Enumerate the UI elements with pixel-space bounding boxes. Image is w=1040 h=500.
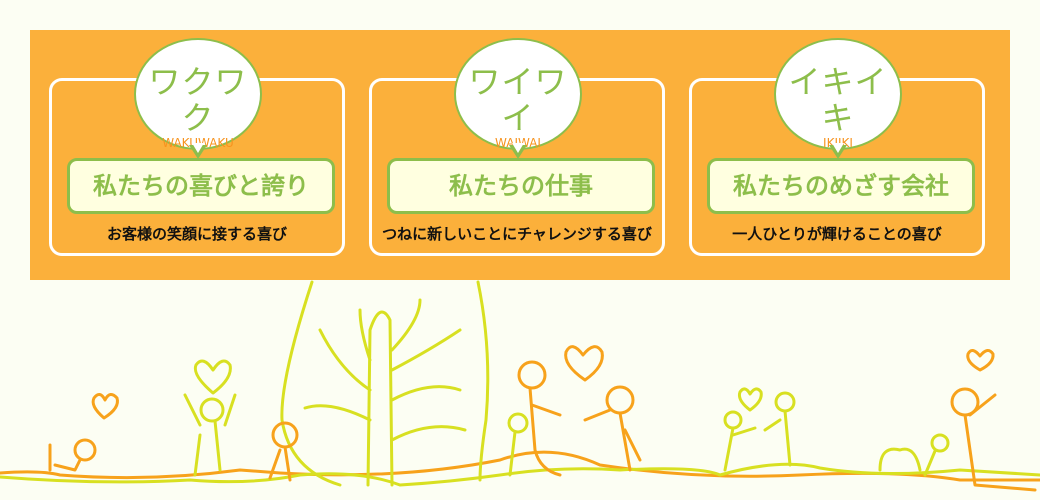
card-title: 私たちの仕事 xyxy=(387,158,655,214)
bubble-tail xyxy=(509,143,527,159)
card-title: 私たちのめざす会社 xyxy=(707,158,975,214)
person-figures xyxy=(48,360,1037,492)
card-ikiiki: イキイキ IKIIKI 私たちのめざす会社 一人ひとりが輝けることの喜び xyxy=(689,38,985,256)
bubble-tail xyxy=(189,143,207,159)
heart-icon xyxy=(966,349,995,372)
tree-outline xyxy=(280,280,490,487)
heart-icon xyxy=(738,387,763,412)
card-subtitle: つねに新しいことにチャレンジする喜び xyxy=(382,225,652,243)
heart-icon xyxy=(91,393,119,420)
bubble-title: ワクワク xyxy=(148,63,248,137)
values-panel: ワクワク WAKUWAKU 私たちの喜びと誇り お客様の笑顔に接する喜び ワイワ… xyxy=(30,30,1010,280)
bubble-title: ワイワイ xyxy=(468,63,568,137)
speech-bubble: ワクワク WAKUWAKU xyxy=(134,38,262,150)
card-subtitle: 一人ひとりが輝けることの喜び xyxy=(732,225,942,243)
card-waiwai: ワイワイ WAIWAI 私たちの仕事 つねに新しいことにチャレンジする喜び xyxy=(369,38,665,256)
speech-bubble: ワイワイ WAIWAI xyxy=(454,38,582,150)
bubble-title: イキイキ xyxy=(788,63,888,137)
ground-line-yellow xyxy=(0,462,1040,487)
people-tree-illustration xyxy=(0,280,1040,492)
speech-bubble: イキイキ IKIIKI xyxy=(774,38,902,150)
card-subtitle: お客様の笑顔に接する喜び xyxy=(106,225,287,243)
heart-icon xyxy=(564,345,604,382)
tree-trunk xyxy=(303,298,467,487)
card-title: 私たちの喜びと誇り xyxy=(67,158,335,214)
person-figures-yellow xyxy=(183,391,950,477)
card-wakuwaku: ワクワク WAKUWAKU 私たちの喜びと誇り お客様の笑顔に接する喜び xyxy=(49,38,345,256)
heart-icon xyxy=(193,359,232,395)
ground-line-orange xyxy=(0,450,1040,482)
bubble-tail xyxy=(829,143,847,159)
